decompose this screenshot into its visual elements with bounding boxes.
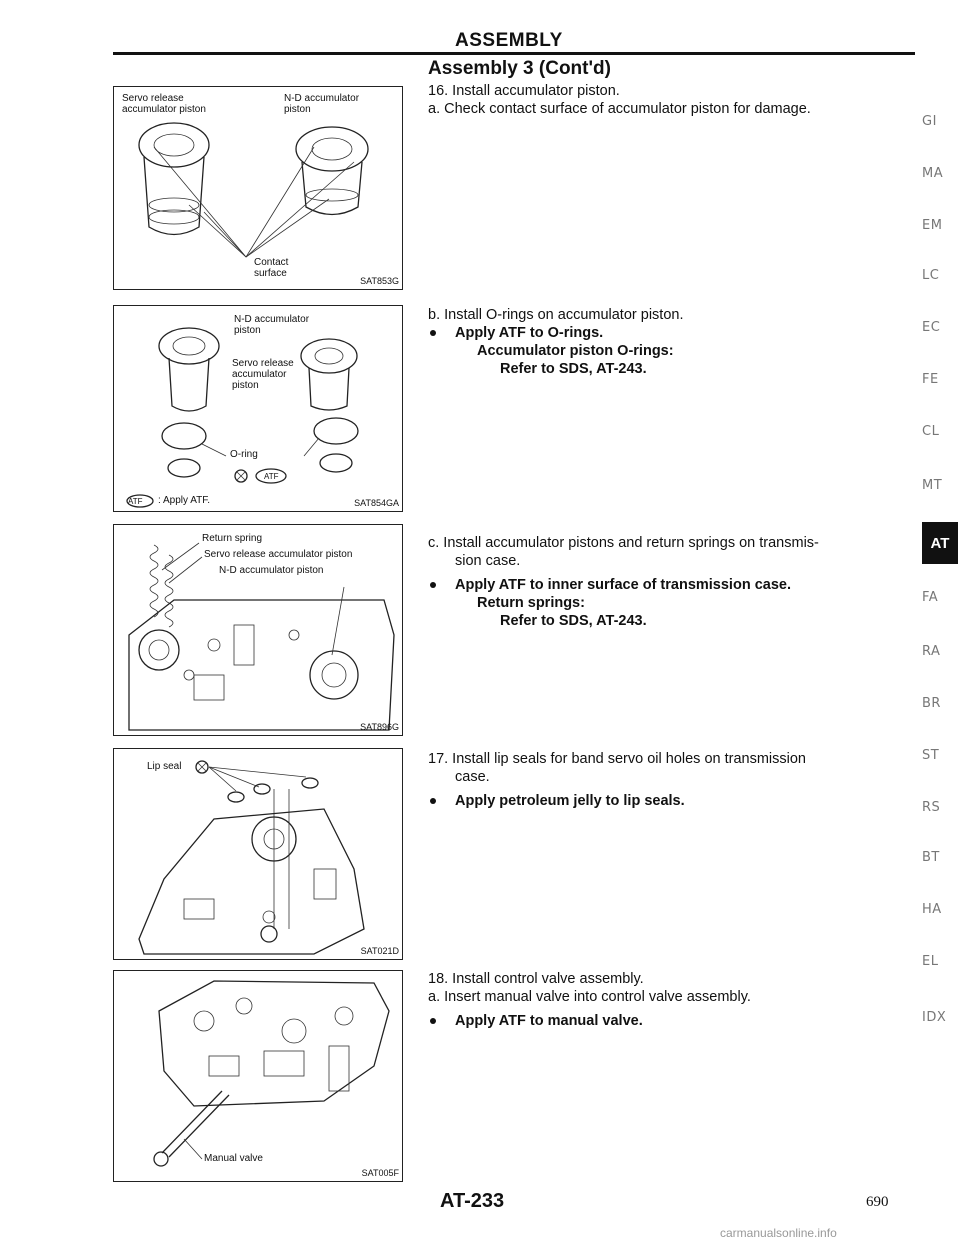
figure-code: SAT021D xyxy=(360,946,399,956)
step-18a: a. Insert manual valve into control valv… xyxy=(428,989,751,1005)
label-oring: O-ring xyxy=(230,449,258,460)
step-16c-line1: c. Install accumulator pistons and retur… xyxy=(428,535,819,551)
label-manual-valve: Manual valve xyxy=(204,1153,263,1164)
section-subtitle: Assembly 3 (Cont'd) xyxy=(428,58,611,79)
figure-code: SAT005F xyxy=(361,1168,399,1178)
step-17-line2: case. xyxy=(455,769,490,785)
control-valve-illustration xyxy=(153,980,390,1167)
bullet xyxy=(430,798,436,804)
watermark: carmanualsonline.info xyxy=(720,1226,837,1240)
figure-return-springs: Return spring Servo release accumulator … xyxy=(113,524,403,736)
side-tab-em[interactable]: EM xyxy=(922,218,943,233)
side-tab-el[interactable]: EL xyxy=(922,954,939,969)
figure-code: SAT854GA xyxy=(354,498,399,508)
bullet xyxy=(430,330,436,336)
label-contact-surface: Contact surface xyxy=(254,257,289,279)
atf-legend-symbol: ATF xyxy=(128,497,143,506)
figure-lip-seals: Lip seal SAT021D xyxy=(113,748,403,960)
page-code: AT-233 xyxy=(440,1190,505,1212)
step-16b-bullet: Apply ATF to O-rings. xyxy=(455,325,604,341)
figure-orings: N-D accumulator piston Servo release acc… xyxy=(113,305,403,512)
figure-contact-surface: Servo release accumulator piston N-D acc… xyxy=(113,86,403,290)
side-tab-cl[interactable]: CL xyxy=(922,424,940,439)
step-16c-sub1: Return springs: xyxy=(477,595,585,611)
label-servo-release: Servo release accumulator piston xyxy=(232,358,294,391)
case-illustration xyxy=(128,542,395,731)
side-tab-br[interactable]: BR xyxy=(922,696,941,711)
step-16c-line2: sion case. xyxy=(455,553,521,569)
figure-code: SAT896G xyxy=(360,722,399,732)
label-servo-release: Servo release accumulator piston xyxy=(122,93,206,115)
side-tab-mt[interactable]: MT xyxy=(922,478,943,493)
oring-illustration xyxy=(126,327,359,508)
label-lip-seal: Lip seal xyxy=(147,761,182,772)
label-return-spring: Return spring xyxy=(202,533,263,544)
label-nd-accumulator-piston: N-D accumulator piston xyxy=(219,565,324,576)
step-16b-sub1: Accumulator piston O-rings: xyxy=(477,343,674,359)
step-18a-bullet: Apply ATF to manual valve. xyxy=(455,1013,643,1029)
bullet xyxy=(430,1018,436,1024)
side-tab-gi[interactable]: GI xyxy=(922,114,937,129)
side-tab-ra[interactable]: RA xyxy=(922,644,941,659)
side-tab-st[interactable]: ST xyxy=(922,748,940,763)
side-tab-fa[interactable]: FA xyxy=(922,590,939,605)
lip-seal-illustration xyxy=(138,760,365,955)
side-tab-fe[interactable]: FE xyxy=(922,372,939,387)
side-tab-at-active[interactable]: AT xyxy=(922,522,958,564)
side-tab-ma[interactable]: MA xyxy=(922,166,944,181)
side-tab-lc[interactable]: LC xyxy=(922,268,940,283)
header-rule xyxy=(113,52,915,55)
step-16c-bullet: Apply ATF to inner surface of transmissi… xyxy=(455,577,791,593)
page-number: 690 xyxy=(866,1194,889,1210)
step-16: 16. Install accumulator piston. xyxy=(428,83,620,99)
label-apply-atf: : Apply ATF. xyxy=(158,495,211,506)
figure-code: SAT853G xyxy=(360,276,399,286)
step-17-bullet: Apply petroleum jelly to lip seals. xyxy=(455,793,685,809)
bullet xyxy=(430,582,436,588)
label-servo-release-piston: Servo release accumulator piston xyxy=(204,549,353,560)
piston-illustration xyxy=(138,122,369,258)
step-18: 18. Install control valve assembly. xyxy=(428,971,644,987)
step-16c-sub2: Refer to SDS, AT-243. xyxy=(500,613,647,629)
side-tab-rs[interactable]: RS xyxy=(922,800,941,815)
atf-symbol: ATF xyxy=(264,472,279,481)
step-16b: b. Install O-rings on accumulator piston… xyxy=(428,307,684,323)
label-nd-accumulator: N-D accumulator piston xyxy=(234,314,310,336)
step-16b-sub2: Refer to SDS, AT-243. xyxy=(500,361,647,377)
side-tab-idx[interactable]: IDX xyxy=(922,1010,947,1025)
figure-manual-valve: Manual valve SAT005F xyxy=(113,970,403,1182)
label-nd-accumulator: N-D accumulator piston xyxy=(284,93,360,115)
section-title: ASSEMBLY xyxy=(455,30,563,51)
step-16a: a. Check contact surface of accumulator … xyxy=(428,101,811,117)
side-tab-ha[interactable]: HA xyxy=(922,902,942,917)
step-17-line1: 17. Install lip seals for band servo oil… xyxy=(428,751,806,767)
side-tab-bt[interactable]: BT xyxy=(922,850,940,865)
side-tab-ec[interactable]: EC xyxy=(922,320,941,335)
